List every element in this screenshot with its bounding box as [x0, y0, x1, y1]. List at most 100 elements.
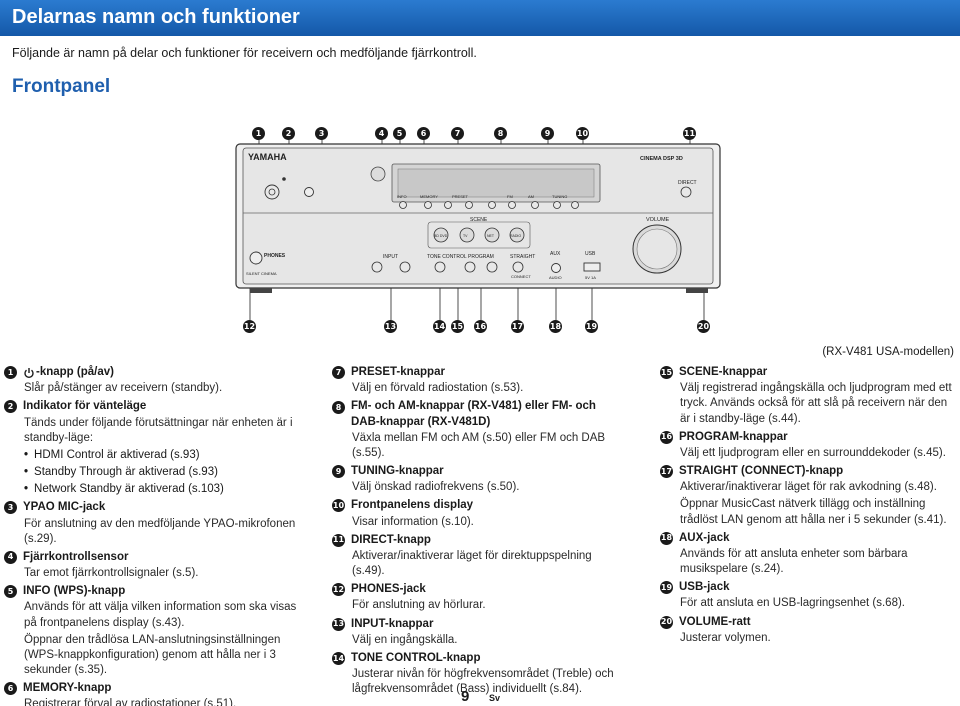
label-connect: CONNECT	[511, 274, 531, 279]
item-heading-5: 5 INFO (WPS)-knapp	[4, 584, 304, 599]
callout-16: 16	[474, 320, 487, 333]
label-tuning: TUNING	[552, 194, 567, 199]
item-description: Aktiverar/inaktiverar läget för direktup…	[352, 549, 592, 578]
callout-4: 4	[375, 127, 388, 140]
callout-6: 6	[417, 127, 430, 140]
label-silent-cinema: SILENT CINEMA	[246, 271, 277, 276]
item-heading-4: 4 Fjärrkontrollsensor	[4, 550, 304, 565]
item-description: Justerar volymen.	[680, 631, 771, 644]
label-volume: VOLUME	[646, 217, 670, 223]
item-description: Visar information (s.10).	[352, 515, 474, 528]
item-description: Används för att välja vilken information…	[24, 601, 297, 629]
item-number-badge: 8	[332, 401, 345, 415]
front-panel-illustration: YAMAHA CINEMA DSP 3D INFO MEMORY PRESET …	[0, 118, 960, 348]
scene-label-1: BD DVD	[434, 234, 448, 238]
item-description: Öppnar den trådlösa LAN-anslutningsinstä…	[24, 633, 281, 677]
bullet-dot-icon: •	[24, 483, 29, 496]
label-usb: USB	[585, 251, 596, 257]
item-heading-1: 1-knapp (på/av)	[4, 365, 304, 380]
callout-5: 5	[393, 127, 406, 140]
label-aux: AUX	[550, 251, 561, 257]
callout-15: 15	[451, 320, 464, 333]
scene-label-3: NET	[487, 234, 495, 238]
item-heading-13: 13 INPUT-knappar	[332, 617, 622, 632]
item-number-badge: 5	[4, 585, 17, 599]
item-number-badge: 12	[332, 583, 345, 597]
bullet-text: Standby Through är aktiverad (s.93)	[34, 466, 218, 479]
item-number-badge: 2	[4, 400, 17, 414]
bullet-item: • Standby Through är aktiverad (s.93)	[4, 465, 304, 480]
item-number-badge: 13	[332, 617, 345, 631]
bullet-dot-icon: •	[24, 466, 29, 479]
item-number-badge: 16	[660, 430, 673, 444]
label-preset: PRESET	[452, 194, 469, 199]
page-number: 9	[461, 688, 470, 705]
item-title: YPAO MIC-jack	[23, 501, 106, 514]
description-column-1: 1-knapp (på/av)Slår på/stänger av receiv…	[4, 362, 304, 706]
item-title: TONE CONTROL-knapp	[351, 651, 481, 664]
bullet-item: •HDMI Control är aktiverad (s.93)	[4, 448, 304, 463]
label-memory: MEMORY	[420, 194, 438, 199]
label-direct: DIRECT	[678, 180, 697, 186]
item-description: Justerar nivån för högfrekvensområdet (T…	[352, 668, 614, 696]
cinema-logo: CINEMA DSP 3D	[640, 156, 683, 162]
callout-19: 19	[585, 320, 598, 333]
item-title: AUX-jack	[679, 531, 730, 544]
callout-1: 1	[252, 127, 265, 140]
item-description: Registrerar förval av radiostationer (s.…	[24, 698, 237, 706]
brand-logo: YAMAHA	[248, 152, 287, 162]
label-tone-control: TONE CONTROL	[427, 254, 467, 260]
item-heading-18: 18 AUX-jack	[660, 531, 956, 546]
item-title: USB-jack	[679, 581, 730, 594]
item-number-badge: 14	[332, 652, 345, 665]
item-number-badge: 9	[332, 465, 345, 479]
callout-3: 3	[315, 127, 328, 140]
item-description: Välj registrerad ingångskälla och ljudpr…	[680, 382, 952, 425]
label-usb-sub: 5V 1A	[585, 275, 596, 280]
callout-18: 18	[549, 320, 562, 333]
label-input: INPUT	[383, 254, 398, 260]
label-audio: AUDIO	[549, 275, 562, 280]
callout-8: 8	[494, 127, 507, 140]
item-description: För att ansluta en USB-lagringsenhet (s.…	[680, 597, 906, 610]
item-number-badge: 18	[660, 531, 673, 545]
item-description: Aktiverar/inaktiverar läget för rak avko…	[680, 481, 937, 494]
label-straight: STRAIGHT	[510, 254, 535, 260]
item-heading-12: 12 PHONES-jack	[332, 582, 622, 597]
page-language: Sv	[489, 693, 501, 703]
item-title: PHONES-jack	[351, 583, 426, 596]
item-title: DIRECT-knapp	[351, 533, 431, 546]
item-title: PRESET-knappar	[351, 366, 445, 378]
item-title: INFO (WPS)-knapp	[23, 585, 126, 598]
item-description: Växla mellan FM och AM (s.50) eller FM o…	[352, 431, 606, 459]
item-number-badge: 1	[4, 366, 17, 380]
header-bar: Delarnas namn och funktioner	[0, 0, 960, 36]
item-title: Indikator för vänteläge	[23, 400, 147, 413]
item-number-badge: 4	[4, 550, 17, 564]
item-description: För anslutning av den medföljande YPAO-m…	[24, 517, 296, 545]
item-title: SCENE-knappar	[679, 366, 768, 378]
callout-2: 2	[282, 127, 295, 140]
bullet-text: HDMI Control är aktiverad (s.93)	[34, 448, 200, 461]
label-fm: FM	[507, 194, 513, 199]
callout-12: 12	[243, 320, 256, 333]
callout-7: 7	[451, 127, 464, 140]
item-description: Öppnar MusicCast nätverk tillägg och ins…	[680, 498, 947, 526]
display-row-buttons	[399, 201, 579, 209]
model-note: (RX-V481 USA-modellen)	[822, 346, 954, 358]
item-title: INPUT-knappar	[351, 617, 434, 630]
callout-20: 20	[697, 320, 710, 333]
item-title: VOLUME-ratt	[679, 615, 751, 628]
item-title: Fjärrkontrollsensor	[23, 550, 129, 563]
label-info: INFO	[397, 194, 407, 199]
label-scene: SCENE	[470, 217, 488, 223]
item-title: PROGRAM-knappar	[679, 430, 788, 443]
item-description: Tar emot fjärrkontrollsignaler (s.5).	[24, 567, 199, 580]
item-title: Frontpanelens display	[351, 499, 474, 512]
callout-13: 13	[384, 320, 397, 333]
item-heading-2: 2 Indikator för vänteläge	[4, 399, 304, 414]
